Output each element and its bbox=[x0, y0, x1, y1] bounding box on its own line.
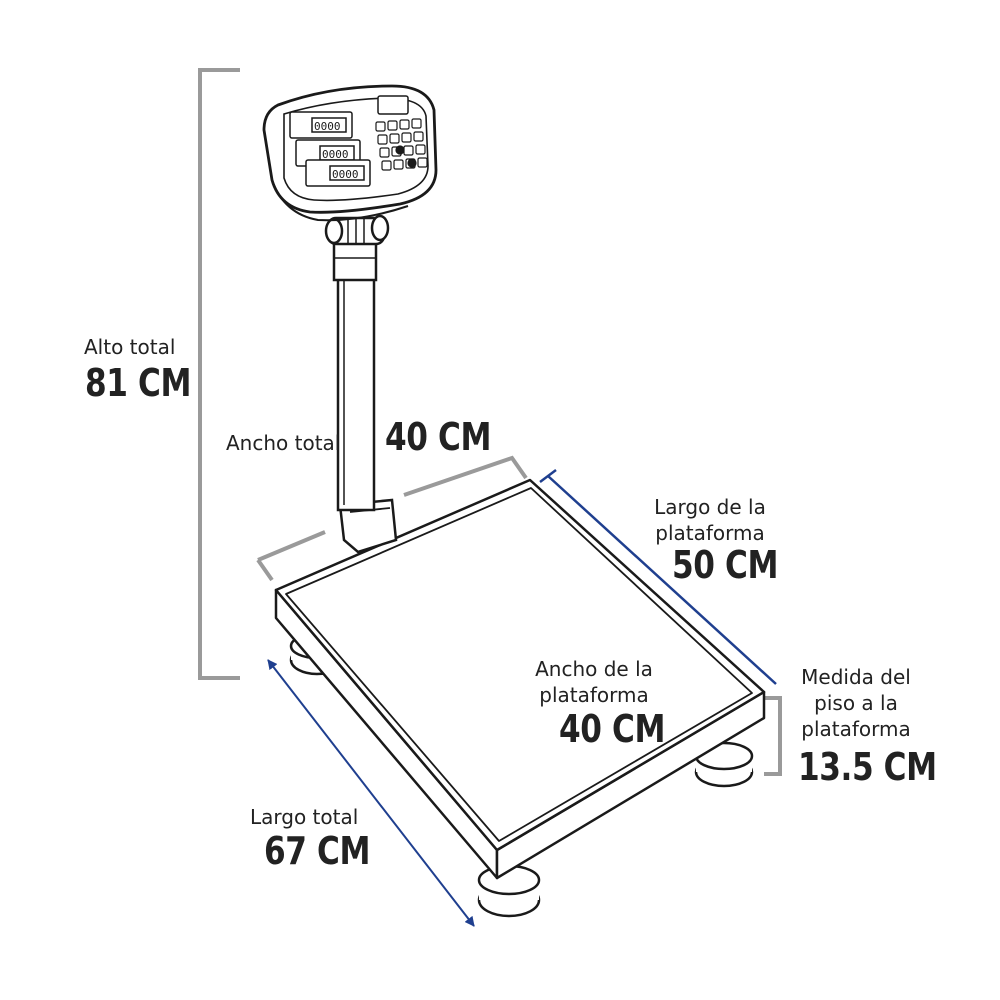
scale-platform bbox=[274, 478, 766, 880]
height-dimension-bracket bbox=[198, 68, 240, 680]
floor-height-dimension-bracket bbox=[764, 696, 782, 776]
ancho-plataforma-label-line1: Ancho de la bbox=[535, 657, 653, 681]
display-panel-weight: 0000 bbox=[289, 111, 353, 139]
ancho-total-value: 40 CM bbox=[385, 415, 492, 459]
platform-length-tick bbox=[539, 469, 557, 483]
ancho-plataforma-label: Ancho de la plataforma bbox=[524, 656, 664, 708]
medida-piso-label: Medida del piso a la plataforma bbox=[786, 664, 926, 742]
largo-total-label: Largo total bbox=[250, 805, 359, 829]
alto-total-label: Alto total bbox=[84, 335, 176, 359]
largo-plataforma-label-line1: Largo de la bbox=[654, 495, 766, 519]
svg-text:0000: 0000 bbox=[314, 120, 341, 133]
ancho-plataforma-label-line2: plataforma bbox=[539, 683, 649, 707]
total-width-dimension-bracket bbox=[256, 455, 528, 582]
scale-keypad bbox=[375, 118, 428, 171]
printer-window bbox=[377, 95, 409, 115]
ancho-plataforma-value: 40 CM bbox=[559, 707, 666, 751]
svg-text:0000: 0000 bbox=[322, 148, 349, 161]
medida-piso-label-line3: plataforma bbox=[801, 717, 911, 741]
largo-total-value: 67 CM bbox=[264, 829, 371, 873]
largo-plataforma-label-line2: plataforma bbox=[655, 521, 765, 545]
alto-total-value: 81 CM bbox=[85, 361, 192, 405]
scale-column bbox=[324, 214, 398, 554]
medida-piso-label-line2: piso a la bbox=[814, 691, 898, 715]
scale-indicator-head: 0000 0000 0000 bbox=[262, 84, 438, 222]
display-panel-total: 0000 bbox=[305, 159, 371, 187]
largo-plataforma-label: Largo de la plataforma bbox=[640, 494, 780, 546]
platform-length-dimension-line bbox=[547, 475, 777, 685]
total-length-dimension-arrow bbox=[267, 659, 475, 927]
largo-plataforma-value: 50 CM bbox=[672, 543, 779, 587]
ancho-total-label: Ancho total bbox=[226, 431, 341, 455]
medida-piso-label-line1: Medida del bbox=[801, 665, 911, 689]
medida-piso-value: 13.5 CM bbox=[798, 745, 937, 789]
svg-text:0000: 0000 bbox=[332, 168, 359, 181]
